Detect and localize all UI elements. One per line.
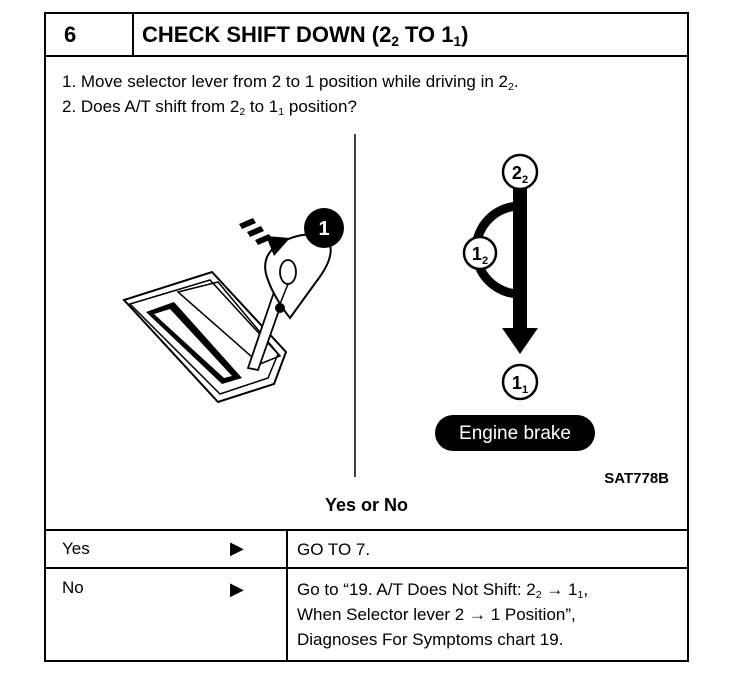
table-divider bbox=[286, 531, 288, 662]
shift-arrow-shaft bbox=[513, 188, 527, 328]
instructions: 1. Move selector lever from 2 to 1 posit… bbox=[62, 69, 519, 119]
no-action: Go to “19. A/T Does Not Shift: 22 → 11, … bbox=[297, 577, 588, 652]
step-number: 6 bbox=[46, 14, 134, 55]
svg-text:22: 22 bbox=[512, 163, 528, 186]
position-1-1-sub: 1 bbox=[522, 384, 528, 396]
no-arrow-icon: ▶ bbox=[230, 579, 244, 599]
engine-brake-badge bbox=[435, 415, 595, 451]
question-label: Yes or No bbox=[324, 495, 409, 515]
yes-action: GO TO 7. bbox=[297, 540, 371, 559]
diagnostic-step-card: 6 CHECK SHIFT DOWN (22 TO 11) 1. Move se… bbox=[44, 12, 689, 662]
shift-illustration: 1 22 12 bbox=[46, 132, 687, 492]
callout-1: 1 bbox=[318, 218, 329, 240]
shift-arrow-head bbox=[502, 328, 538, 354]
position-2-2-sub: 2 bbox=[522, 174, 528, 186]
position-1-1-main: 1 bbox=[512, 373, 522, 393]
result-table: Yes ▶ GO TO 7. No ▶ Go to “19. A/T Does … bbox=[46, 529, 687, 662]
step-title: CHECK SHIFT DOWN (22 TO 11) bbox=[142, 22, 469, 49]
position-1-2-main: 1 bbox=[472, 244, 482, 264]
figure-code: SAT778B bbox=[604, 470, 669, 487]
no-action-line-2: When Selector lever 2 → 1 Position”, bbox=[297, 605, 576, 624]
svg-text:11: 11 bbox=[512, 373, 528, 396]
engine-brake-label: Engine brake bbox=[459, 423, 571, 444]
instruction-2: 2. Does A/T shift from 22 to 11 position… bbox=[62, 97, 357, 118]
position-2-2-main: 2 bbox=[512, 163, 522, 183]
position-1-2-sub: 2 bbox=[482, 255, 488, 267]
shift-diagram: 22 12 11 Engine brake bbox=[435, 153, 595, 451]
no-action-line-1: Go to “19. A/T Does Not Shift: 22 → 11, bbox=[297, 580, 589, 601]
yes-label: Yes bbox=[62, 539, 90, 558]
step-header: 6 CHECK SHIFT DOWN (22 TO 11) bbox=[46, 14, 687, 57]
instruction-1: 1. Move selector lever from 2 to 1 posit… bbox=[62, 72, 519, 93]
yes-arrow-icon: ▶ bbox=[230, 538, 244, 558]
result-row-yes: Yes ▶ GO TO 7. bbox=[46, 531, 687, 569]
svg-text:12: 12 bbox=[472, 244, 488, 267]
result-row-no: No ▶ Go to “19. A/T Does Not Shift: 22 →… bbox=[46, 569, 687, 662]
no-action-line-3: Diagnoses For Symptoms chart 19. bbox=[297, 630, 564, 649]
selector-lever-drawing: 1 bbox=[122, 208, 344, 404]
no-label: No bbox=[62, 578, 84, 597]
